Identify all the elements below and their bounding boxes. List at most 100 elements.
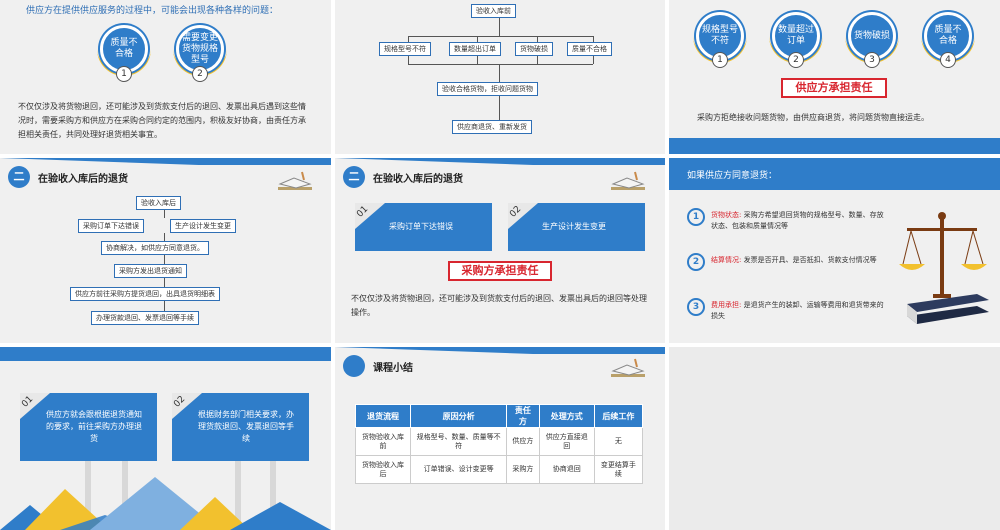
connector (408, 36, 593, 37)
item-number: 1 (687, 208, 705, 226)
body-text: 不仅仅涉及将货物退回，还可能涉及到货款支付后的退回、发票出具后的退回等处理操作。 (351, 294, 647, 317)
column-header: 处理方式 (538, 404, 595, 428)
slide-panel-1[interactable]: 供应方在提供供应服务的过程中，可能会出现各种各样的问题： 质量不合格 1 需要变… (0, 0, 331, 154)
responsibility-label: 采购方承担责任 (448, 261, 552, 281)
connector (164, 210, 165, 218)
decor-pole (270, 437, 276, 530)
connector (537, 36, 538, 42)
issue-number: 2 (192, 66, 208, 82)
table-cell: 采购方 (506, 455, 540, 484)
summary-table: 退货流程 原因分析 责任方 处理方式 后续工作 货物验收入库前 规格型号、数量、… (354, 404, 644, 484)
footer-bar (669, 138, 1000, 154)
column-header: 责任方 (506, 404, 540, 428)
slide-panel-6[interactable]: 如果供应方同意退货： 1 货物状态: 采购方希望退回货物的规格型号、数量、存放状… (669, 158, 1000, 343)
header-band (0, 158, 331, 165)
item-desc: 采购方希望退回货物的规格型号、数量、存放状态、包装和质量情况等 (711, 211, 884, 230)
heading-bar (669, 158, 1000, 190)
connector (499, 96, 500, 120)
card-label: 根据财务部门相关要求，办理货款退回、发票退回等手续 (198, 410, 294, 443)
section-title: 课程小结 (373, 363, 413, 374)
issue-circle: 需要变更货物规格型号 (176, 25, 224, 73)
flow-node: 质量不合格 (567, 42, 612, 56)
flow-node: 数量超出订单 (449, 42, 501, 56)
section-title: 在验收入库后的退货 (373, 174, 463, 185)
item-key: 费用承担: (711, 301, 742, 309)
body-text: 采购方拒绝接收问题货物，由供应商退货，将问题货物直接运走。 (697, 113, 929, 122)
column-header: 后续工作 (593, 404, 644, 428)
card-label: 供应方就会跟根据退货通知的要求，前往采购方办理退货 (46, 410, 142, 443)
item-key: 结算情况: (711, 256, 742, 264)
slide-panel-8[interactable]: 课程小结 退货流程 原因分析 责任方 处理方式 后续工作 货物验收入库前 规格型… (335, 347, 665, 530)
flow-node: 验收合格货物，拒收问题货物 (437, 82, 538, 96)
column-header: 退货流程 (354, 404, 412, 428)
table-cell: 货物验收入库前 (354, 427, 412, 456)
slide-panel-2[interactable]: 验收入库前 规格型号不符 数量超出订单 货物破损 质量不合格 验收合格货物，拒收… (335, 0, 665, 154)
item-text: 费用承担: 是退货产生的装卸、运输等费用和退货带来的损失 (711, 300, 887, 322)
decor-pole (235, 437, 241, 530)
header-band (335, 347, 665, 354)
flow-node: 货物破损 (515, 42, 553, 56)
flow-node: 生产设计发生变更 (170, 219, 236, 233)
flow-node: 协商解决，如供应方同意退货。 (101, 241, 209, 255)
item-desc: 发票是否开具、是否抵扣、货款支付情况等 (743, 256, 877, 264)
section-dot (343, 355, 365, 377)
table-cell: 变更结算手续 (593, 455, 644, 484)
header-band (335, 158, 665, 165)
step-card: 01 供应方就会跟根据退货通知的要求，前往采购方办理退货 (20, 393, 157, 461)
connector (164, 255, 165, 264)
decor-pole (122, 437, 128, 530)
connector (408, 64, 593, 65)
column-header: 原因分析 (410, 404, 508, 428)
connector (408, 36, 409, 42)
justice-scale-icon (897, 208, 992, 328)
reason-card: 02 生产设计发生变更 (508, 203, 645, 251)
item-desc: 是退货产生的装卸、运输等费用和退货带来的损失 (711, 301, 884, 320)
table-cell: 供应方直接退回 (538, 427, 595, 456)
connector (499, 18, 500, 36)
connector (477, 56, 478, 64)
responsibility-label: 供应方承担责任 (781, 78, 887, 98)
slide-panel-4[interactable]: 二 在验收入库后的退货 验收入库后 采购订单下达错误 生产设计发生变更 协商解决… (0, 158, 331, 343)
empty-panel (669, 347, 1000, 530)
item-number: 3 (687, 298, 705, 316)
book-icon (611, 170, 645, 190)
issue-number: 4 (940, 52, 956, 68)
table-header-row: 退货流程 原因分析 责任方 处理方式 后续工作 (354, 404, 644, 428)
item-text: 货物状态: 采购方希望退回货物的规格型号、数量、存放状态、包装和质量情况等 (711, 210, 887, 232)
slide-panel-5[interactable]: 二 在验收入库后的退货 01 采购订单下达错误 02 生产设计发生变更 采购方承… (335, 158, 665, 343)
item-number: 2 (687, 253, 705, 271)
table-cell: 货物验收入库后 (354, 455, 412, 484)
connector (164, 278, 165, 287)
issue-number: 3 (864, 52, 880, 68)
flow-node: 供应商退货、重新发货 (452, 120, 532, 134)
connector (164, 233, 165, 241)
intro-text: 供应方在提供供应服务的过程中，可能会出现各种各样的问题： (26, 6, 279, 16)
connector (537, 56, 538, 64)
item-key: 货物状态: (711, 211, 742, 219)
body-text: 不仅仅涉及将货物退回，还可能涉及到货款支付后的退回、发票出具后遇到这些情况时，需… (18, 102, 306, 139)
item-text: 结算情况: 发票是否开具、是否抵扣、货款支付情况等 (711, 255, 887, 266)
heading-text: 如果供应方同意退货： (687, 171, 778, 181)
book-icon (278, 170, 312, 190)
issue-number: 1 (116, 66, 132, 82)
section-number: 二 (343, 166, 365, 188)
flow-node: 采购订单下达错误 (78, 219, 144, 233)
table-cell: 规格型号、数量、质量等不符 (410, 427, 508, 456)
card-label: 生产设计发生变更 (542, 222, 606, 231)
issue-number: 1 (712, 52, 728, 68)
flow-node: 验收入库前 (471, 4, 516, 18)
decor-pole (85, 437, 91, 530)
flow-node: 规格型号不符 (379, 42, 431, 56)
connector (593, 36, 594, 42)
issue-number: 2 (788, 52, 804, 68)
step-card: 02 根据财务部门相关要求，办理货款退回、发票退回等手续 (172, 393, 309, 461)
connector (408, 56, 409, 64)
slide-panel-7[interactable]: 01 供应方就会跟根据退货通知的要求，前往采购方办理退货 02 根据财务部门相关… (0, 347, 331, 530)
table-row: 货物验收入库后 订单错误、设计变更等 采购方 协商退回 变更结算手续 (354, 455, 644, 484)
book-icon (611, 357, 645, 377)
table-cell: 供应方 (506, 427, 540, 456)
table-cell: 协商退回 (538, 455, 595, 484)
connector (499, 64, 500, 82)
card-label: 采购订单下达错误 (389, 222, 453, 231)
slide-panel-3[interactable]: 规格型号不符 1 数量超过订单 2 货物破损 3 质量不合格 4 供应方承担责任… (669, 0, 1000, 154)
